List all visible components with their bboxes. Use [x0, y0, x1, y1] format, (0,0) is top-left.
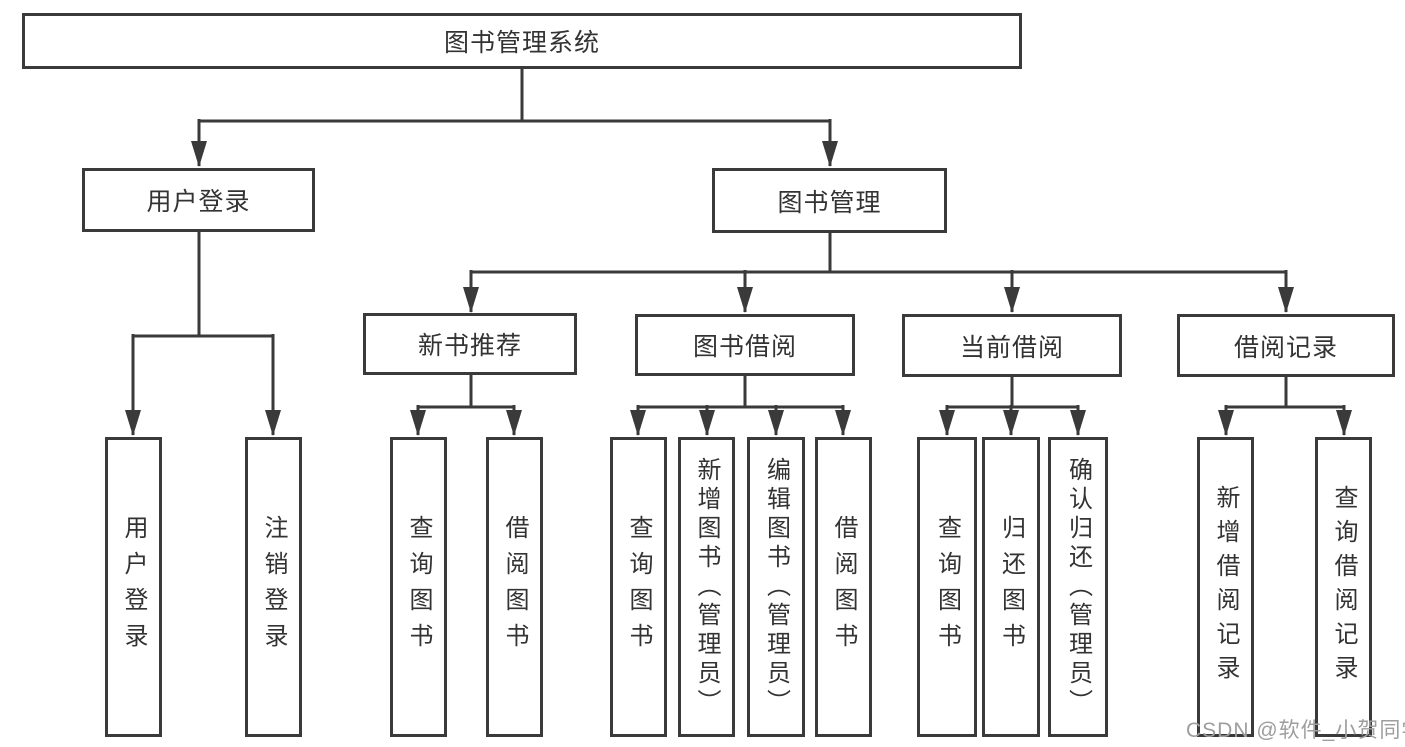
node-borrow-book-label: 借阅图书 [830, 515, 857, 659]
node-confirm-return-admin-label: 确认归还（管理员） [1064, 456, 1092, 718]
node-user-login-leaf: 用户登录 [105, 437, 162, 737]
connector-user-login [125, 232, 281, 436]
node-borrow-book-recommend-label: 借阅图书 [501, 515, 528, 659]
node-borrow-book-recommend: 借阅图书 [486, 437, 543, 737]
node-logout-label: 注销登录 [260, 515, 287, 659]
node-query-book-current: 查询图书 [917, 437, 977, 737]
connector-new-book-recommend [410, 375, 522, 436]
node-current-borrow: 当前借阅 [902, 314, 1122, 377]
node-book-borrow: 图书借阅 [635, 314, 855, 376]
node-confirm-return-admin: 确认归还（管理员） [1048, 437, 1108, 737]
node-borrow-book: 借阅图书 [815, 437, 872, 737]
csdn-watermark: CSDN @软件_小贺同学 [1186, 719, 1405, 742]
node-library-management-system: 图书管理系统 [22, 13, 1022, 69]
connector-book-management [463, 233, 1294, 313]
node-edit-book-admin-label: 编辑图书（管理员） [762, 456, 790, 718]
connector-current-borrow [939, 377, 1086, 436]
node-user-login-leaf-label: 用户登录 [120, 515, 147, 659]
node-book-management: 图书管理 [712, 168, 947, 233]
node-query-borrow-record-label: 查询借阅记录 [1330, 485, 1357, 689]
node-return-book: 归还图书 [982, 437, 1040, 737]
node-new-book-recommend: 新书推荐 [363, 313, 577, 375]
node-user-login: 用户登录 [82, 168, 315, 232]
node-add-book-admin: 新增图书（管理员） [678, 437, 735, 737]
node-query-book-recommend: 查询图书 [390, 437, 447, 737]
node-query-book-current-label: 查询图书 [933, 515, 961, 659]
node-return-book-label: 归还图书 [997, 515, 1025, 659]
node-query-book-borrow-label: 查询图书 [625, 515, 652, 659]
node-add-book-admin-label: 新增图书（管理员） [693, 456, 720, 718]
node-edit-book-admin: 编辑图书（管理员） [747, 437, 805, 737]
node-query-borrow-record: 查询借阅记录 [1315, 437, 1372, 737]
node-query-book-borrow: 查询图书 [610, 437, 667, 737]
connector-borrow-record [1218, 377, 1352, 436]
connector-root [191, 69, 838, 167]
node-borrow-record: 借阅记录 [1177, 314, 1395, 377]
node-add-borrow-record: 新增借阅记录 [1197, 437, 1254, 737]
node-query-book-recommend-label: 查询图书 [405, 515, 432, 659]
connector-book-borrow [630, 376, 851, 436]
node-logout: 注销登录 [245, 437, 302, 737]
node-add-borrow-record-label: 新增借阅记录 [1212, 485, 1239, 689]
